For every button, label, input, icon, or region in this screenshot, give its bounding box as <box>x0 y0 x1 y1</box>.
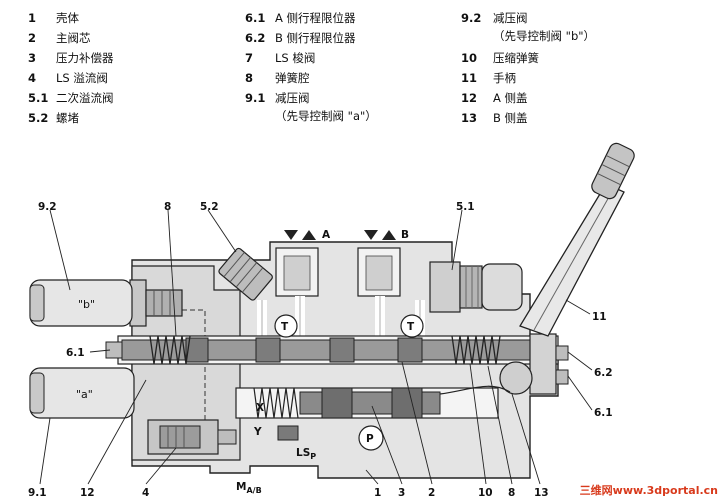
port-a-in-arrow <box>284 230 298 240</box>
channel-edges <box>261 296 421 336</box>
pilot-valve-a <box>29 367 135 419</box>
spool-land <box>185 337 209 363</box>
port-a-label: A <box>322 229 331 241</box>
hand-lever <box>519 142 635 337</box>
port-x-label: X <box>256 402 264 414</box>
port-b-in-arrow <box>364 230 378 240</box>
spool-land <box>397 337 423 363</box>
callout-5-2: 5.2 <box>200 201 219 213</box>
callout-8-top: 8 <box>164 201 171 213</box>
leader-lines <box>39 209 593 485</box>
port-p-circle <box>358 425 384 451</box>
watermark: 三维网www.3dportal.cn <box>579 484 718 497</box>
pilot-b-label: "b" <box>78 298 95 311</box>
callout-5-1: 5.1 <box>456 201 475 213</box>
port-ls-label: LSP <box>296 447 316 461</box>
port-b-label: B <box>401 229 409 241</box>
legend-subnote: （先导控制阀 "a"） <box>275 109 377 123</box>
port-ma-label: MA/B <box>236 481 262 495</box>
stroke-limiter-b <box>555 345 569 361</box>
compression-spring-right <box>451 335 501 365</box>
callout-9-2: 9.2 <box>38 201 57 213</box>
b-side-cap <box>499 361 533 395</box>
secondary-relief-valve-5-1 <box>429 261 523 313</box>
port-t-left-circle <box>274 314 298 338</box>
port-b-out-arrow <box>382 230 396 240</box>
callout-11: 11 <box>592 311 607 323</box>
callout-6-1-right: 6.1 <box>594 407 613 419</box>
legend-subnote: （先导控制阀 "b"） <box>493 29 596 43</box>
callout-6-1-left: 6.1 <box>66 347 85 359</box>
port-t-right-label: T <box>407 321 415 333</box>
ls-relief-valve <box>147 419 237 455</box>
pilot-valve-b <box>29 279 183 327</box>
callout-3: 3 <box>398 487 405 499</box>
port-p-label: P <box>366 433 374 445</box>
compensator-land <box>391 387 423 419</box>
compensator-spring <box>253 387 299 419</box>
port-t-right-circle <box>400 314 424 338</box>
callout-10: 10 <box>478 487 493 499</box>
spool-land <box>329 337 355 363</box>
port-y-label: Y <box>253 426 262 438</box>
spring-chamber-left <box>149 335 191 365</box>
port-a-out-arrow <box>302 230 316 240</box>
port-b-thread <box>365 255 393 291</box>
plug-5-2 <box>218 247 273 301</box>
callout-9-1: 9.1 <box>28 487 47 499</box>
callout-8-bottom: 8 <box>508 487 515 499</box>
ls-shuttle-valve <box>277 425 299 441</box>
callout-13: 13 <box>534 487 549 499</box>
callout-1: 1 <box>374 487 381 499</box>
callout-12: 12 <box>80 487 95 499</box>
port-a-thread <box>283 255 311 291</box>
b-side-cover <box>529 333 557 395</box>
spool-land <box>255 337 281 363</box>
port-t-left-label: T <box>281 321 289 333</box>
callout-4: 4 <box>142 487 149 499</box>
callout-6-2: 6.2 <box>594 367 613 379</box>
ls-line <box>439 385 511 395</box>
stroke-limiter-a-right <box>555 369 569 385</box>
valve-section-diagram: A B "b" "a" <box>28 142 635 499</box>
compensator-land <box>321 387 353 419</box>
callout-2: 2 <box>428 487 435 499</box>
internal-channels <box>257 296 425 336</box>
pilot-a-label: "a" <box>76 388 93 401</box>
